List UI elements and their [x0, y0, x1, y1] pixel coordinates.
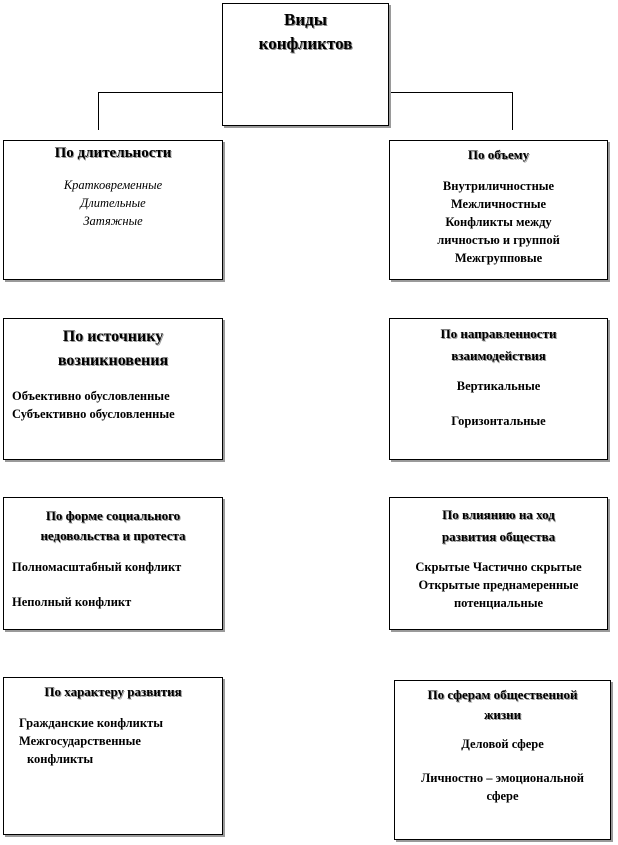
node-spheres-item: Деловой сфере — [461, 737, 544, 751]
node-source-item: Субъективно обусловленные — [12, 407, 175, 421]
node-volume-item: Внутриличностные — [442, 179, 555, 193]
node-influence-item: потенциальные — [453, 596, 544, 610]
node-form-item: Полномасштабный конфликт — [12, 560, 182, 574]
node-duration-item: Кратковременные — [63, 178, 163, 192]
root-node: Виды конфликтов — [222, 3, 389, 126]
node-form-title-line1: По форме социального — [45, 508, 181, 523]
node-influence: По влиянию на ход развития общества Скры… — [389, 497, 608, 630]
node-spheres-item: сфере — [486, 789, 519, 803]
node-influence-item: Скрытые Частично скрытые — [415, 560, 582, 574]
node-source: По источнику возникновения Объективно об… — [3, 318, 223, 460]
node-volume-item: Конфликты между — [445, 215, 552, 229]
node-volume-title: По объему — [467, 147, 530, 162]
connector-left-horizontal — [98, 92, 222, 93]
connector-left-vertical — [98, 92, 99, 130]
node-character-item: конфликты — [27, 752, 94, 766]
node-duration: По длительности Кратковременные Длительн… — [3, 140, 223, 280]
node-spheres-title-line2: жизни — [483, 707, 522, 722]
node-direction-item: Горизонтальные — [451, 414, 546, 428]
node-spheres-item: Личностно – эмоциональной — [420, 771, 585, 785]
node-direction-title-line1: По направленности — [440, 326, 557, 341]
node-source-item: Объективно обусловленные — [12, 389, 170, 403]
node-influence-title-line2: развития общества — [441, 529, 556, 544]
node-character-item: Гражданские конфликты — [19, 716, 163, 730]
node-volume-item: Межличностные — [450, 197, 547, 211]
node-source-title-line1: По источнику — [62, 328, 164, 345]
node-duration-item: Длительные — [80, 196, 146, 210]
connector-right-horizontal — [389, 92, 513, 93]
connector-right-vertical — [512, 92, 513, 130]
node-direction: По направленности взаимодействия Вертика… — [389, 318, 608, 460]
node-volume: По объему Внутриличностные Межличностные… — [389, 140, 608, 280]
node-volume-item: личностью и группой — [437, 233, 560, 247]
node-duration-item: Затяжные — [83, 214, 143, 228]
node-form: По форме социального недовольства и прот… — [3, 497, 223, 630]
node-influence-item: Открытые преднамеренные — [418, 578, 579, 592]
root-title-line2: конфликтов — [258, 34, 353, 53]
node-character-title: По характеру развития — [44, 684, 182, 699]
node-spheres-title-line1: По сферам общественной — [427, 687, 578, 702]
node-character: По характеру развития Гражданские конфли… — [3, 677, 223, 835]
node-spheres: По сферам общественной жизни Деловой сфе… — [394, 680, 611, 840]
node-character-item: Межгосударственные — [19, 734, 141, 748]
node-form-title-line2: недовольства и протеста — [40, 528, 186, 543]
node-influence-title-line1: По влиянию на ход — [442, 507, 555, 522]
node-direction-item: Вертикальные — [456, 379, 541, 393]
node-duration-title: По длительности — [54, 145, 172, 161]
node-source-title-line2: возникновения — [57, 352, 169, 369]
node-volume-item: Межгрупповые — [454, 251, 543, 265]
node-direction-title-line2: взаимодействия — [451, 348, 546, 363]
root-title-line1: Виды — [283, 10, 327, 29]
node-form-item: Неполный конфликт — [12, 595, 132, 609]
